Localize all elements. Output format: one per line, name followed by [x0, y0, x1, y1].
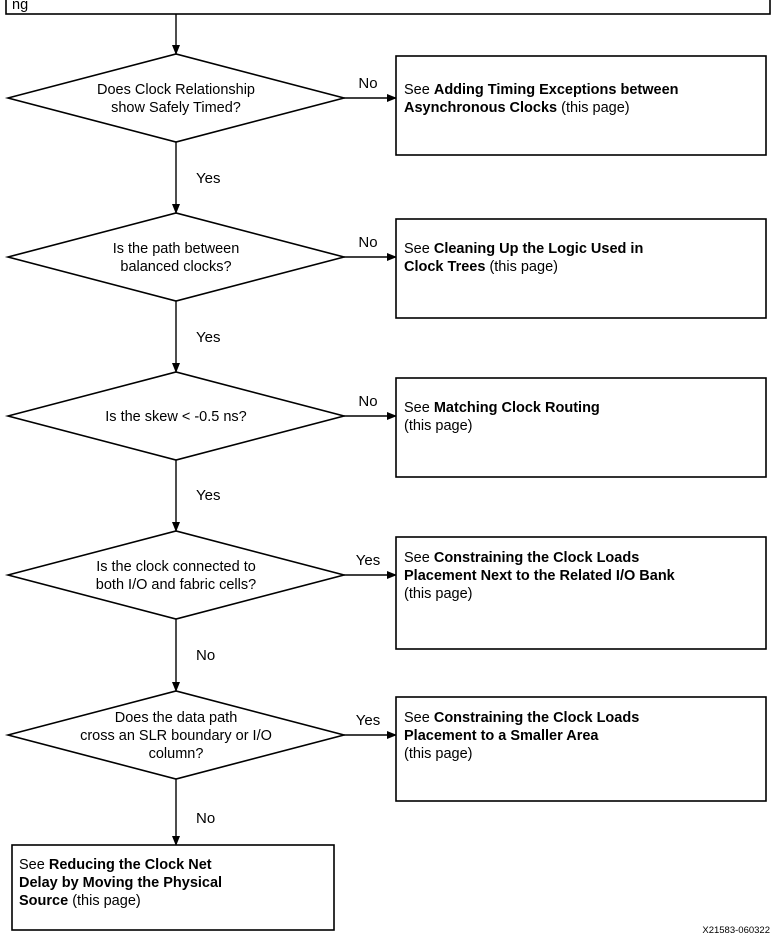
action-box-4: See Constraining the Clock LoadsPlacemen…	[395, 536, 767, 650]
label-d5-down: No	[196, 810, 215, 827]
action-5-text-line: Placement to a Smaller Area	[404, 728, 599, 744]
action-4-text-line: Placement Next to the Related I/O Bank	[404, 568, 676, 584]
decision-diamond	[4, 371, 348, 461]
action-rect	[395, 377, 767, 478]
action-3-text-line: See Matching Clock Routing	[404, 400, 600, 416]
label-d1-side: No	[358, 75, 377, 92]
label-d4-side: Yes	[356, 552, 380, 569]
action-box-1: See Adding Timing Exceptions betweenAsyn…	[395, 55, 767, 156]
label-d3-down: Yes	[196, 487, 220, 504]
final-text-line: Source (this page)	[19, 893, 141, 909]
action-5-text-line: See Constraining the Clock Loads	[404, 710, 639, 726]
figure-id: X21583-060322	[702, 925, 770, 936]
label-d4-down: No	[196, 647, 215, 664]
decision-4-text-line: Is the clock connected to	[96, 559, 256, 575]
action-2-text-line: See Cleaning Up the Logic Used in	[404, 241, 643, 257]
label-d5-side: Yes	[356, 712, 380, 729]
action-rect	[395, 536, 767, 650]
decision-3-text-line: Is the skew < -0.5 ns?	[105, 409, 246, 425]
decision-diamond	[4, 212, 348, 302]
action-rect	[395, 218, 767, 319]
nodes: Does Clock Relationship show Safely Timed…	[4, 53, 767, 931]
action-1-text-line: Asynchronous Clocks (this page)	[404, 100, 630, 116]
decision-diamond	[4, 530, 348, 620]
action-rect	[395, 55, 767, 156]
action-1-text-line: See Adding Timing Exceptions between	[404, 82, 679, 98]
decision-5-text-line: cross an SLR boundary or I/O	[80, 728, 272, 744]
action-box-2: See Cleaning Up the Logic Used in Clock T…	[395, 218, 767, 319]
decision-2-text-line: balanced clocks?	[120, 259, 231, 275]
top-box: ng	[5, 0, 771, 15]
decision-2-text-line: Is the path between	[113, 241, 240, 257]
action-3-text-line: (this page)	[404, 418, 473, 434]
decision-4: Is the clock connected to both I/O and fa…	[4, 530, 348, 620]
action-box-3: See Matching Clock Routing (this page)	[395, 377, 767, 478]
action-2-text-line: Clock Trees (this page)	[404, 259, 558, 275]
decision-3: Is the skew < -0.5 ns?	[4, 371, 348, 461]
final-rect	[11, 844, 335, 931]
action-4-text-line: See Constraining the Clock Loads	[404, 550, 639, 566]
decision-diamond	[4, 690, 348, 780]
decision-2: Is the path between balanced clocks?	[4, 212, 348, 302]
action-5-text-line: (this page)	[404, 746, 473, 762]
decision-diamond	[4, 53, 348, 143]
decision-5-text-line: Does the data path	[115, 710, 238, 726]
decision-1-text-line: Does Clock Relationship	[97, 82, 255, 98]
action-box-5: See Constraining the Clock LoadsPlacemen…	[395, 696, 767, 802]
decision-4-text-line: both I/O and fabric cells?	[96, 577, 256, 593]
top-box-text: ng	[12, 0, 28, 13]
label-d3-side: No	[358, 393, 377, 410]
decision-5: Does the data path cross an SLR boundary …	[4, 690, 348, 780]
final-text-line: Delay by Moving the Physical	[19, 875, 222, 891]
action-4-text-line: (this page)	[404, 586, 473, 602]
label-d2-side: No	[358, 234, 377, 251]
decision-5-text-line: column?	[149, 746, 204, 762]
final-text-line: See Reducing the Clock Net	[19, 857, 212, 873]
decision-1-text-line: show Safely Timed?	[111, 100, 241, 116]
label-d1-down: Yes	[196, 170, 220, 187]
action-rect	[395, 696, 767, 802]
label-d2-down: Yes	[196, 329, 220, 346]
decision-1: Does Clock Relationship show Safely Timed…	[4, 53, 348, 143]
